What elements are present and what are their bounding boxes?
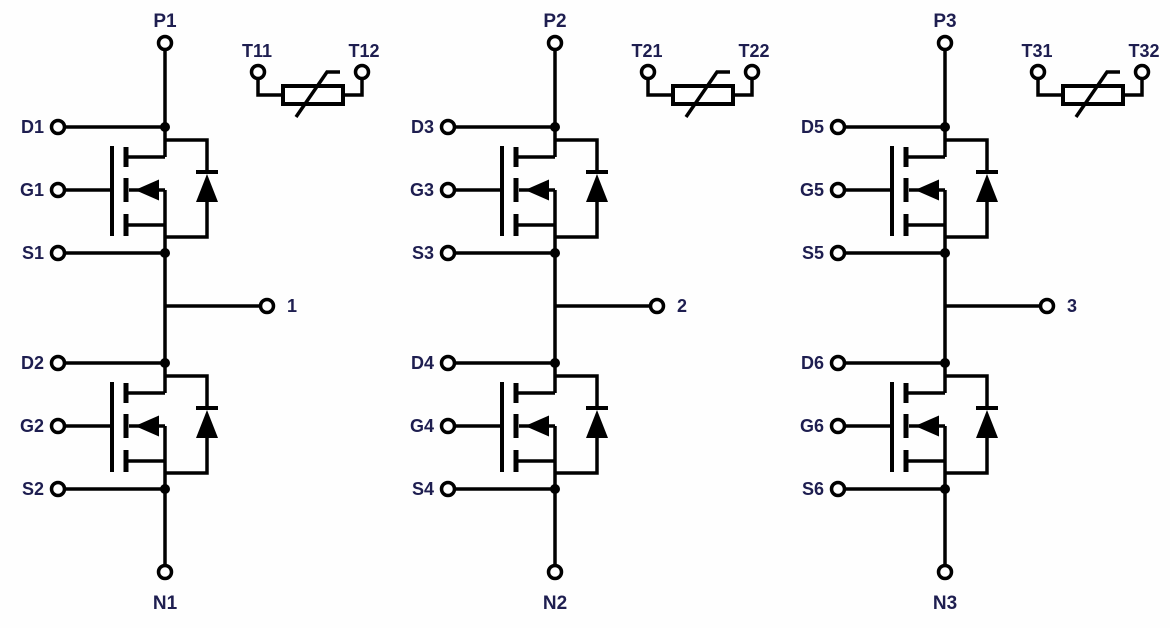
n-label: N2	[543, 593, 567, 614]
drain-terminal-low	[439, 354, 457, 372]
n-terminal	[546, 563, 564, 581]
p-label: P2	[543, 11, 566, 32]
gate-terminal-high	[439, 181, 457, 199]
junction-dot	[160, 358, 170, 368]
gate-terminal-low	[439, 417, 457, 435]
output-terminal	[648, 297, 666, 315]
ntc-thermistor	[646, 70, 754, 119]
p-terminal	[156, 34, 174, 52]
junction-dot	[940, 358, 950, 368]
phase-3: P3 N3 T31 T32 D5 G5 S5 D6 G6 S6 3	[800, 11, 1160, 614]
low-side-mosfet	[845, 363, 998, 489]
drain-terminal-low	[49, 354, 67, 372]
junction-dot	[940, 484, 950, 494]
source-label-high: S1	[22, 243, 44, 263]
n-terminal	[936, 563, 954, 581]
drain-terminal-high	[439, 118, 457, 136]
thermistor-terminal-2	[1133, 63, 1151, 81]
high-side-mosfet	[65, 127, 218, 253]
junction-dot	[160, 122, 170, 132]
gate-label-high: G5	[800, 180, 824, 200]
p-label: P3	[933, 11, 956, 32]
junction-dot	[940, 122, 950, 132]
high-side-mosfet	[845, 127, 998, 253]
thermistor-label-2: T32	[1128, 41, 1159, 61]
ntc-thermistor	[1036, 70, 1144, 119]
gate-terminal-low	[829, 417, 847, 435]
source-label-low: S4	[412, 479, 434, 499]
drain-label-low: D6	[801, 353, 824, 373]
n-terminal	[156, 563, 174, 581]
drain-label-low: D2	[21, 353, 44, 373]
source-label-low: S6	[802, 479, 824, 499]
drain-label-high: D3	[411, 117, 434, 137]
gate-terminal-high	[829, 181, 847, 199]
drain-terminal-high	[829, 118, 847, 136]
thermistor-terminal-2	[353, 63, 371, 81]
thermistor-label-2: T22	[738, 41, 769, 61]
source-label-high: S5	[802, 243, 824, 263]
gate-label-low: G6	[800, 416, 824, 436]
ntc-thermistor	[256, 70, 364, 119]
junction-dot	[160, 484, 170, 494]
thermistor-label-1: T21	[631, 41, 662, 61]
gate-terminal-high	[49, 181, 67, 199]
thermistor-label-1: T11	[242, 41, 272, 61]
junction-dot	[550, 248, 560, 258]
low-side-mosfet	[455, 363, 608, 489]
source-label-high: S3	[412, 243, 434, 263]
low-side-mosfet	[65, 363, 218, 489]
gate-label-high: G1	[20, 180, 44, 200]
junction-dot	[550, 484, 560, 494]
p-terminal	[936, 34, 954, 52]
source-terminal-high	[439, 244, 457, 262]
source-label-low: S2	[22, 479, 44, 499]
thermistor-terminal-1	[249, 63, 267, 81]
p-label: P1	[153, 11, 177, 32]
phase-2: P2 N2 T21 T22 D3 G3 S3 D4 G4 S4 2	[410, 11, 770, 614]
source-terminal-low	[829, 480, 847, 498]
junction-dot	[550, 358, 560, 368]
source-terminal-high	[829, 244, 847, 262]
output-label: 3	[1067, 296, 1077, 316]
gate-terminal-low	[49, 417, 67, 435]
source-terminal-low	[49, 480, 67, 498]
output-label: 2	[677, 296, 687, 316]
n-label: N3	[933, 593, 957, 614]
thermistor-label-1: T31	[1021, 41, 1052, 61]
source-terminal-low	[439, 480, 457, 498]
p-terminal	[546, 34, 564, 52]
junction-dot	[160, 248, 170, 258]
thermistor-terminal-1	[1029, 63, 1047, 81]
output-label: 1	[287, 296, 297, 316]
junction-dot	[550, 122, 560, 132]
drain-label-high: D5	[801, 117, 824, 137]
drain-terminal-low	[829, 354, 847, 372]
gate-label-low: G2	[20, 416, 44, 436]
n-label: N1	[153, 593, 178, 614]
gate-label-low: G4	[410, 416, 434, 436]
output-terminal	[1038, 297, 1056, 315]
source-terminal-high	[49, 244, 67, 262]
drain-label-high: D1	[21, 117, 44, 137]
drain-label-low: D4	[411, 353, 434, 373]
thermistor-terminal-1	[639, 63, 657, 81]
junction-dot	[940, 248, 950, 258]
thermistor-terminal-2	[743, 63, 761, 81]
output-terminal	[258, 297, 276, 315]
drain-terminal-high	[49, 118, 67, 136]
thermistor-label-2: T12	[348, 41, 379, 61]
phase-1: P1 N1 T11 T12 D1 G1 S1 D2 G2 S2 1	[20, 11, 380, 614]
gate-label-high: G3	[410, 180, 434, 200]
high-side-mosfet	[455, 127, 608, 253]
